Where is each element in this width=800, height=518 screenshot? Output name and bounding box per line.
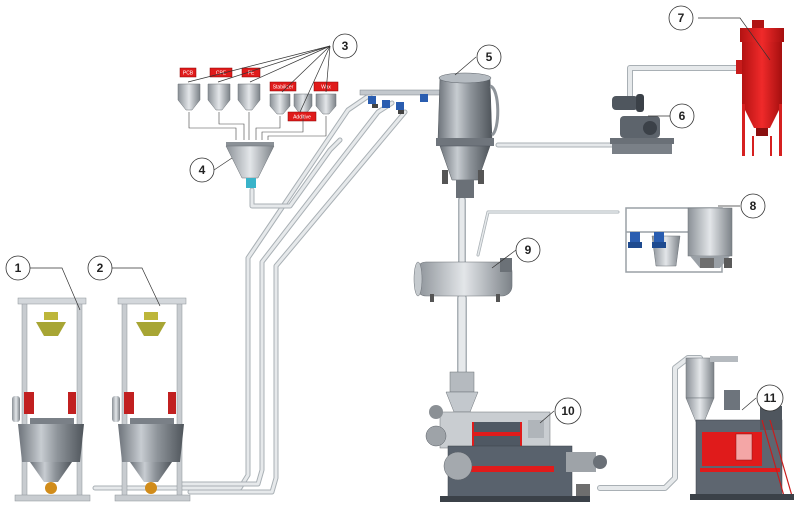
callout-markers: 1 2 3 4 5 6 7 8: [5, 5, 784, 425]
svg-text:Stabilizer: Stabilizer: [273, 85, 294, 91]
svg-text:8: 8: [750, 199, 757, 213]
twin-screw-extruder: [425, 371, 607, 502]
callout-leaders: [30, 17, 771, 424]
mixer-station-1: [12, 297, 91, 502]
callout-3: 3: [332, 33, 358, 59]
svg-text:7: 7: [678, 11, 685, 25]
pipe-network: [92, 65, 743, 495]
pipe-riser-2: [177, 100, 395, 487]
dust-collector-filter: [736, 20, 784, 156]
hopper-c: [237, 83, 261, 111]
svg-text:1: 1: [15, 261, 22, 275]
hopper-a: [177, 83, 201, 111]
inlet-valves: [368, 94, 428, 114]
pipe-extruder-to-pelletizer: [597, 355, 703, 491]
svg-text:2: 2: [97, 261, 104, 275]
callout-11: 11: [756, 384, 784, 412]
svg-text:PCB: PCB: [183, 71, 194, 77]
hopper-tag-3: PE: [241, 67, 261, 78]
callout-9: 9: [515, 237, 541, 263]
callout-4: 4: [189, 157, 215, 183]
vacuum-pump: [610, 94, 674, 154]
svg-text:11: 11: [764, 391, 777, 405]
callout-1: 1: [5, 255, 31, 281]
hopper-f: [315, 93, 337, 115]
water-treatment-unit: [625, 207, 733, 273]
hopper-d: [269, 93, 291, 115]
hopper-tag-4: Stabilizer: [269, 81, 297, 92]
hopper-tag-6: Additive: [287, 111, 317, 122]
callout-2: 2: [87, 255, 113, 281]
callout-8: 8: [740, 193, 766, 219]
pelletizer-cyclone-unit: [685, 356, 794, 500]
minor-mixer: [225, 142, 275, 188]
mixer-station-2: [112, 297, 191, 502]
hopper-tag-1: PCB: [179, 67, 197, 78]
svg-text:Additive: Additive: [293, 115, 311, 121]
svg-text:10: 10: [561, 404, 575, 418]
hopper-b: [207, 83, 231, 111]
pipe-pump-to-filter: [627, 65, 743, 103]
callout-6: 6: [669, 103, 695, 129]
cooling-mixer: [413, 258, 513, 302]
pipe-waterunit-to-cooler: [476, 210, 620, 257]
hopper-e: [293, 93, 313, 115]
callout-7: 7: [668, 5, 694, 31]
svg-text:4: 4: [199, 163, 206, 177]
callout-5: 5: [476, 44, 502, 70]
svg-text:9: 9: [525, 243, 532, 257]
svg-text:PE: PE: [248, 71, 255, 77]
svg-text:3: 3: [342, 39, 349, 53]
callout-10: 10: [554, 397, 582, 425]
pipe-riser-3: [187, 109, 408, 495]
svg-text:5: 5: [486, 50, 493, 64]
vacuum-loader-hopper: [359, 72, 500, 198]
svg-text:6: 6: [679, 109, 686, 123]
